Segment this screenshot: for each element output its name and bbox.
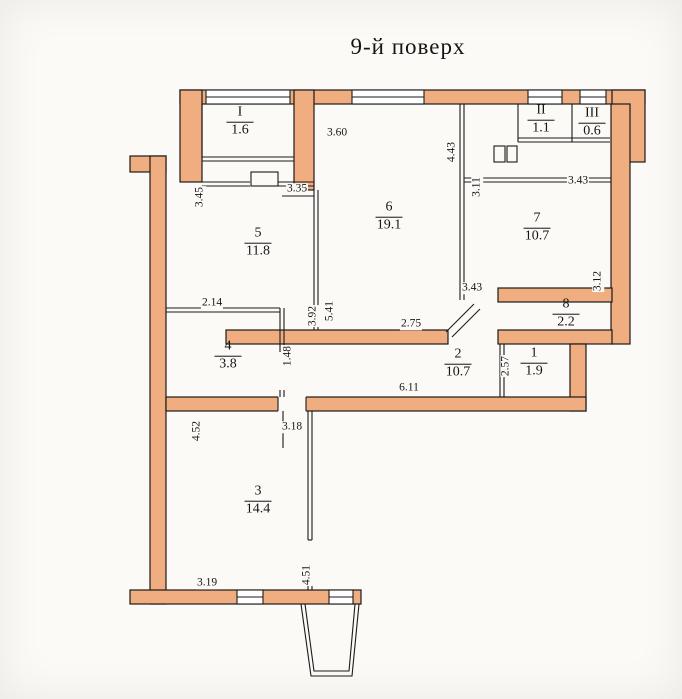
room-label-I: I 1.6 <box>226 104 254 139</box>
room-number: 8 <box>562 296 570 312</box>
room-number: I <box>237 104 243 120</box>
fraction-bar <box>523 227 551 229</box>
fraction-bar <box>527 119 555 121</box>
dimension-label: 3.11 <box>470 176 483 198</box>
fraction-bar <box>520 362 548 364</box>
dimension-label: 3.43 <box>460 281 484 294</box>
fraction-bar <box>552 313 580 315</box>
room-number: 3 <box>254 483 262 499</box>
room-area: 1.6 <box>231 122 249 138</box>
room-area: 2.2 <box>557 314 575 330</box>
room-number: 1 <box>530 345 538 361</box>
dimension-label: 2.57 <box>499 354 512 378</box>
door-diagonal-icon <box>445 303 481 338</box>
room-number: III <box>585 105 599 121</box>
walls <box>129 89 646 605</box>
fraction-bar <box>244 242 272 244</box>
room-number: 7 <box>533 210 541 226</box>
room-area: 1.1 <box>532 120 550 136</box>
room-number: II <box>536 102 546 118</box>
room-area: 14.4 <box>245 501 271 517</box>
room-area: 19.1 <box>376 217 402 233</box>
fraction-bar <box>375 216 403 218</box>
dimension-label: 4.52 <box>190 419 203 443</box>
dimension-label: 2.14 <box>200 296 224 309</box>
fraction-bar <box>578 122 606 124</box>
dimension-label: 3.19 <box>195 576 219 589</box>
dimension-label: 3.45 <box>193 185 206 209</box>
dimension-label: 1.48 <box>281 344 294 368</box>
room-number: 6 <box>385 199 393 215</box>
fraction-bar <box>444 363 472 365</box>
room-number: 2 <box>454 346 462 362</box>
room-area: 1.9 <box>525 363 543 379</box>
window-icons <box>205 89 607 605</box>
room-label-II: II 1.1 <box>527 102 555 137</box>
room-number: 4 <box>224 338 232 354</box>
fraction-bar <box>214 355 242 357</box>
room-area: 0.6 <box>583 123 601 139</box>
fraction-bar <box>226 121 254 123</box>
dimension-label: 3.12 <box>591 269 604 293</box>
room-area: 11.8 <box>246 243 270 259</box>
dimension-label: 6.11 <box>398 381 420 394</box>
room-area: 10.7 <box>524 228 550 244</box>
dimension-label: 3.35 <box>285 182 309 195</box>
room-label-III: III 0.6 <box>578 105 606 140</box>
dimension-label: 4.51 <box>300 563 313 587</box>
room-number: 5 <box>254 225 262 241</box>
dimension-label: 4.43 <box>445 140 458 164</box>
dimension-label: 3.60 <box>325 126 349 139</box>
room-area: 3.8 <box>219 356 237 372</box>
fraction-bar <box>244 500 272 502</box>
dimension-label: 2.75 <box>399 317 423 330</box>
dimension-label: 3.92 <box>306 304 319 328</box>
page-title: 9-й поверх <box>350 34 466 59</box>
room-area: 10.7 <box>445 364 471 380</box>
balcony-outline <box>300 603 360 677</box>
dimension-label: 3.18 <box>280 420 304 433</box>
dimension-label: 3.43 <box>566 174 590 187</box>
dimension-label: 5.41 <box>323 299 336 323</box>
